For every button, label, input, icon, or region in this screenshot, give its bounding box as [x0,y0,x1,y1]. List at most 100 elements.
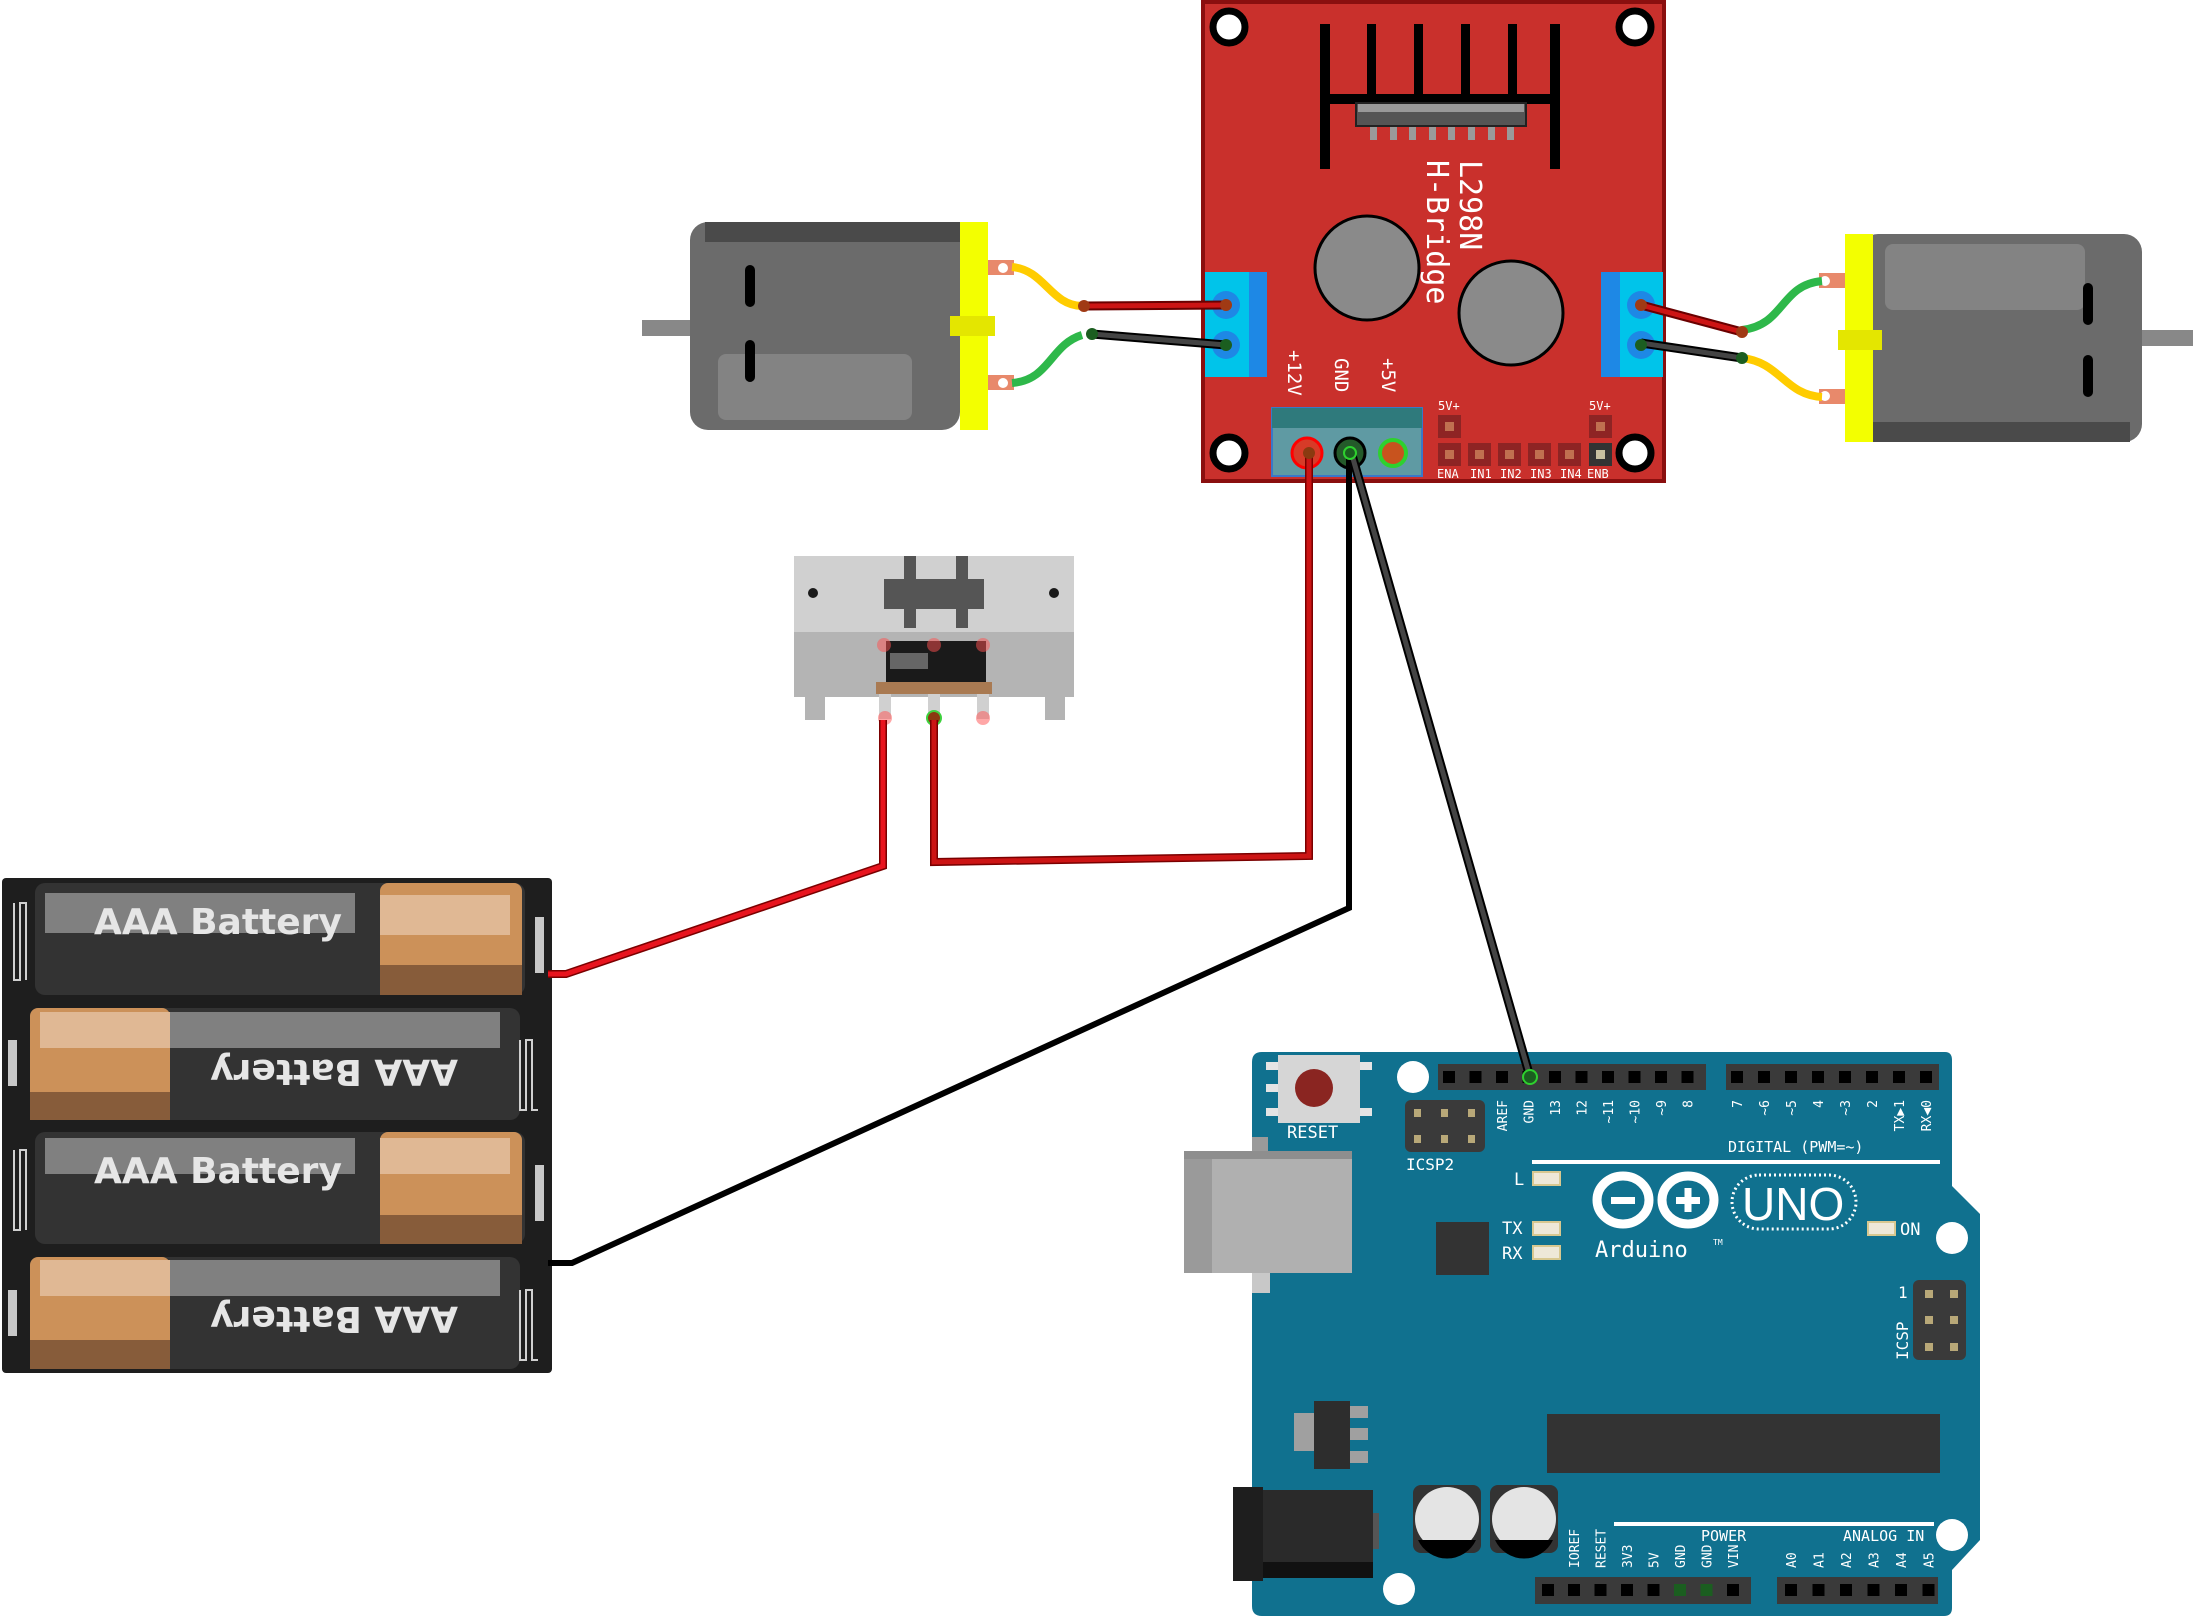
capacitor [1457,259,1565,367]
motor-b-terminal[interactable] [1601,272,1663,377]
slide-switch[interactable] [794,556,1074,726]
header-label-5v-a: 5V+ [1438,399,1460,413]
pin-socket[interactable] [1700,1584,1713,1596]
led-label-rx: RX [1502,1244,1523,1264]
digital-pin-label: 7 [1731,1100,1746,1108]
power-header[interactable] [1535,1577,1751,1604]
mount-hole [1383,1573,1415,1605]
trademark: TM [1713,1238,1723,1247]
pin-socket[interactable] [1681,1071,1694,1083]
pin-label-in4: IN4 [1560,467,1582,481]
electrolytic-capacitor [1490,1485,1558,1559]
usb-chip [1436,1222,1489,1275]
pin-socket[interactable] [1895,1584,1907,1596]
digital-pin-label: ~5 [1785,1100,1800,1116]
pin-socket[interactable] [1785,1071,1797,1083]
battery-springs [13,902,538,1361]
hbridge-module[interactable]: L298N H-Bridge +12V GND +5V [1201,0,1666,483]
motor-shaft [2135,330,2193,346]
terminal-5v[interactable] [1378,438,1408,468]
pin-socket[interactable] [1867,1584,1880,1596]
electrolytic-capacitor [1413,1485,1481,1559]
pin-socket[interactable] [1922,1584,1935,1596]
motor-lead-yellow [1011,263,1083,310]
digital-header-b[interactable] [1726,1064,1939,1090]
pin-socket[interactable] [1594,1584,1607,1596]
analog-header[interactable] [1777,1577,1938,1604]
pin-socket[interactable] [1575,1071,1588,1083]
header-label-5v-b: 5V+ [1589,399,1611,413]
pin-socket[interactable] [1568,1584,1580,1596]
motor-right[interactable] [1741,234,2193,442]
power-pin-label: GND [1701,1544,1716,1568]
pin-socket[interactable] [1785,1584,1797,1596]
pin-socket[interactable] [1655,1071,1667,1083]
led-label-l: L [1514,1170,1524,1190]
battery-label: AAA Battery [94,1151,342,1192]
pin-socket[interactable] [1866,1071,1878,1083]
pin-socket[interactable] [1674,1584,1686,1596]
pin-socket[interactable] [1812,1071,1824,1083]
pin-socket[interactable] [1496,1071,1508,1083]
chip-label: L298N [1452,160,1487,250]
mount-hole [1615,433,1655,473]
reset-button[interactable] [1266,1055,1372,1123]
control-header[interactable] [1438,415,1612,466]
wires[interactable] [548,299,1748,1266]
pin-socket[interactable] [1469,1071,1482,1083]
battery-label: AAA Battery [210,1298,458,1339]
icsp-label: ICSP [1893,1321,1912,1360]
module-name-label: H-Bridge [1419,160,1454,305]
motor-lead-green [1741,277,1823,334]
pin-socket[interactable] [1443,1071,1455,1083]
pin-socket[interactable] [1549,1071,1561,1083]
pin-socket[interactable] [1758,1071,1770,1083]
motor-a-terminal[interactable] [1205,272,1267,377]
led-tx [1532,1221,1561,1236]
pin-socket[interactable] [1621,1584,1633,1596]
led-on [1867,1221,1896,1236]
usb-port[interactable] [1184,1137,1352,1293]
digital-pin-label: TX▶1 [1893,1100,1908,1131]
pin-socket[interactable] [1840,1584,1852,1596]
power-pin-label: IOREF [1568,1529,1583,1568]
uno-badge [1730,1173,1858,1231]
icsp-header[interactable] [1913,1280,1966,1360]
digital-pin-label: RX◀0 [1920,1100,1935,1131]
capacitor [1313,214,1421,322]
heatsink-icon [1320,24,1560,169]
pin-socket[interactable] [1542,1584,1554,1596]
power-pin-sockets[interactable] [1542,1584,1739,1596]
battery-holder [2,878,552,1373]
pin-socket[interactable] [1839,1071,1851,1083]
digital-pin-label: 8 [1682,1100,1697,1108]
pin-label-in1: IN1 [1470,467,1492,481]
wire-battery-negative-to-gnd[interactable] [548,455,1352,1266]
digital-pin-label: 2 [1866,1100,1881,1108]
digital-divider [1532,1160,1940,1164]
pin-socket[interactable] [1727,1584,1739,1596]
pin-socket[interactable] [1731,1071,1743,1083]
digital-pin-label: 13 [1549,1100,1564,1116]
analog-pin-sockets[interactable] [1785,1584,1935,1596]
pin-socket[interactable] [1628,1071,1641,1083]
microcontroller-chip [1547,1414,1940,1473]
icsp2-label: ICSP2 [1406,1155,1454,1174]
wire-battery-positive-to-switch[interactable] [548,720,887,978]
pin-socket[interactable] [1647,1584,1660,1596]
motor-left[interactable] [642,222,1084,430]
icsp2-header[interactable] [1405,1100,1485,1152]
pin-socket[interactable] [1893,1071,1905,1083]
dc-power-jack[interactable] [1233,1487,1379,1581]
pin-socket[interactable] [1602,1071,1614,1083]
power-label: POWER [1701,1527,1747,1545]
mount-hole [1209,7,1249,47]
analog-pin-label: A3 [1868,1552,1883,1568]
power-pin-label: 5V [1648,1552,1663,1568]
pin-socket[interactable] [1920,1071,1932,1083]
battery-pack[interactable]: AAA Battery AAA Battery AAA Battery [2,878,552,1373]
led-label-tx: TX [1502,1219,1523,1239]
pin-socket[interactable] [1812,1584,1825,1596]
